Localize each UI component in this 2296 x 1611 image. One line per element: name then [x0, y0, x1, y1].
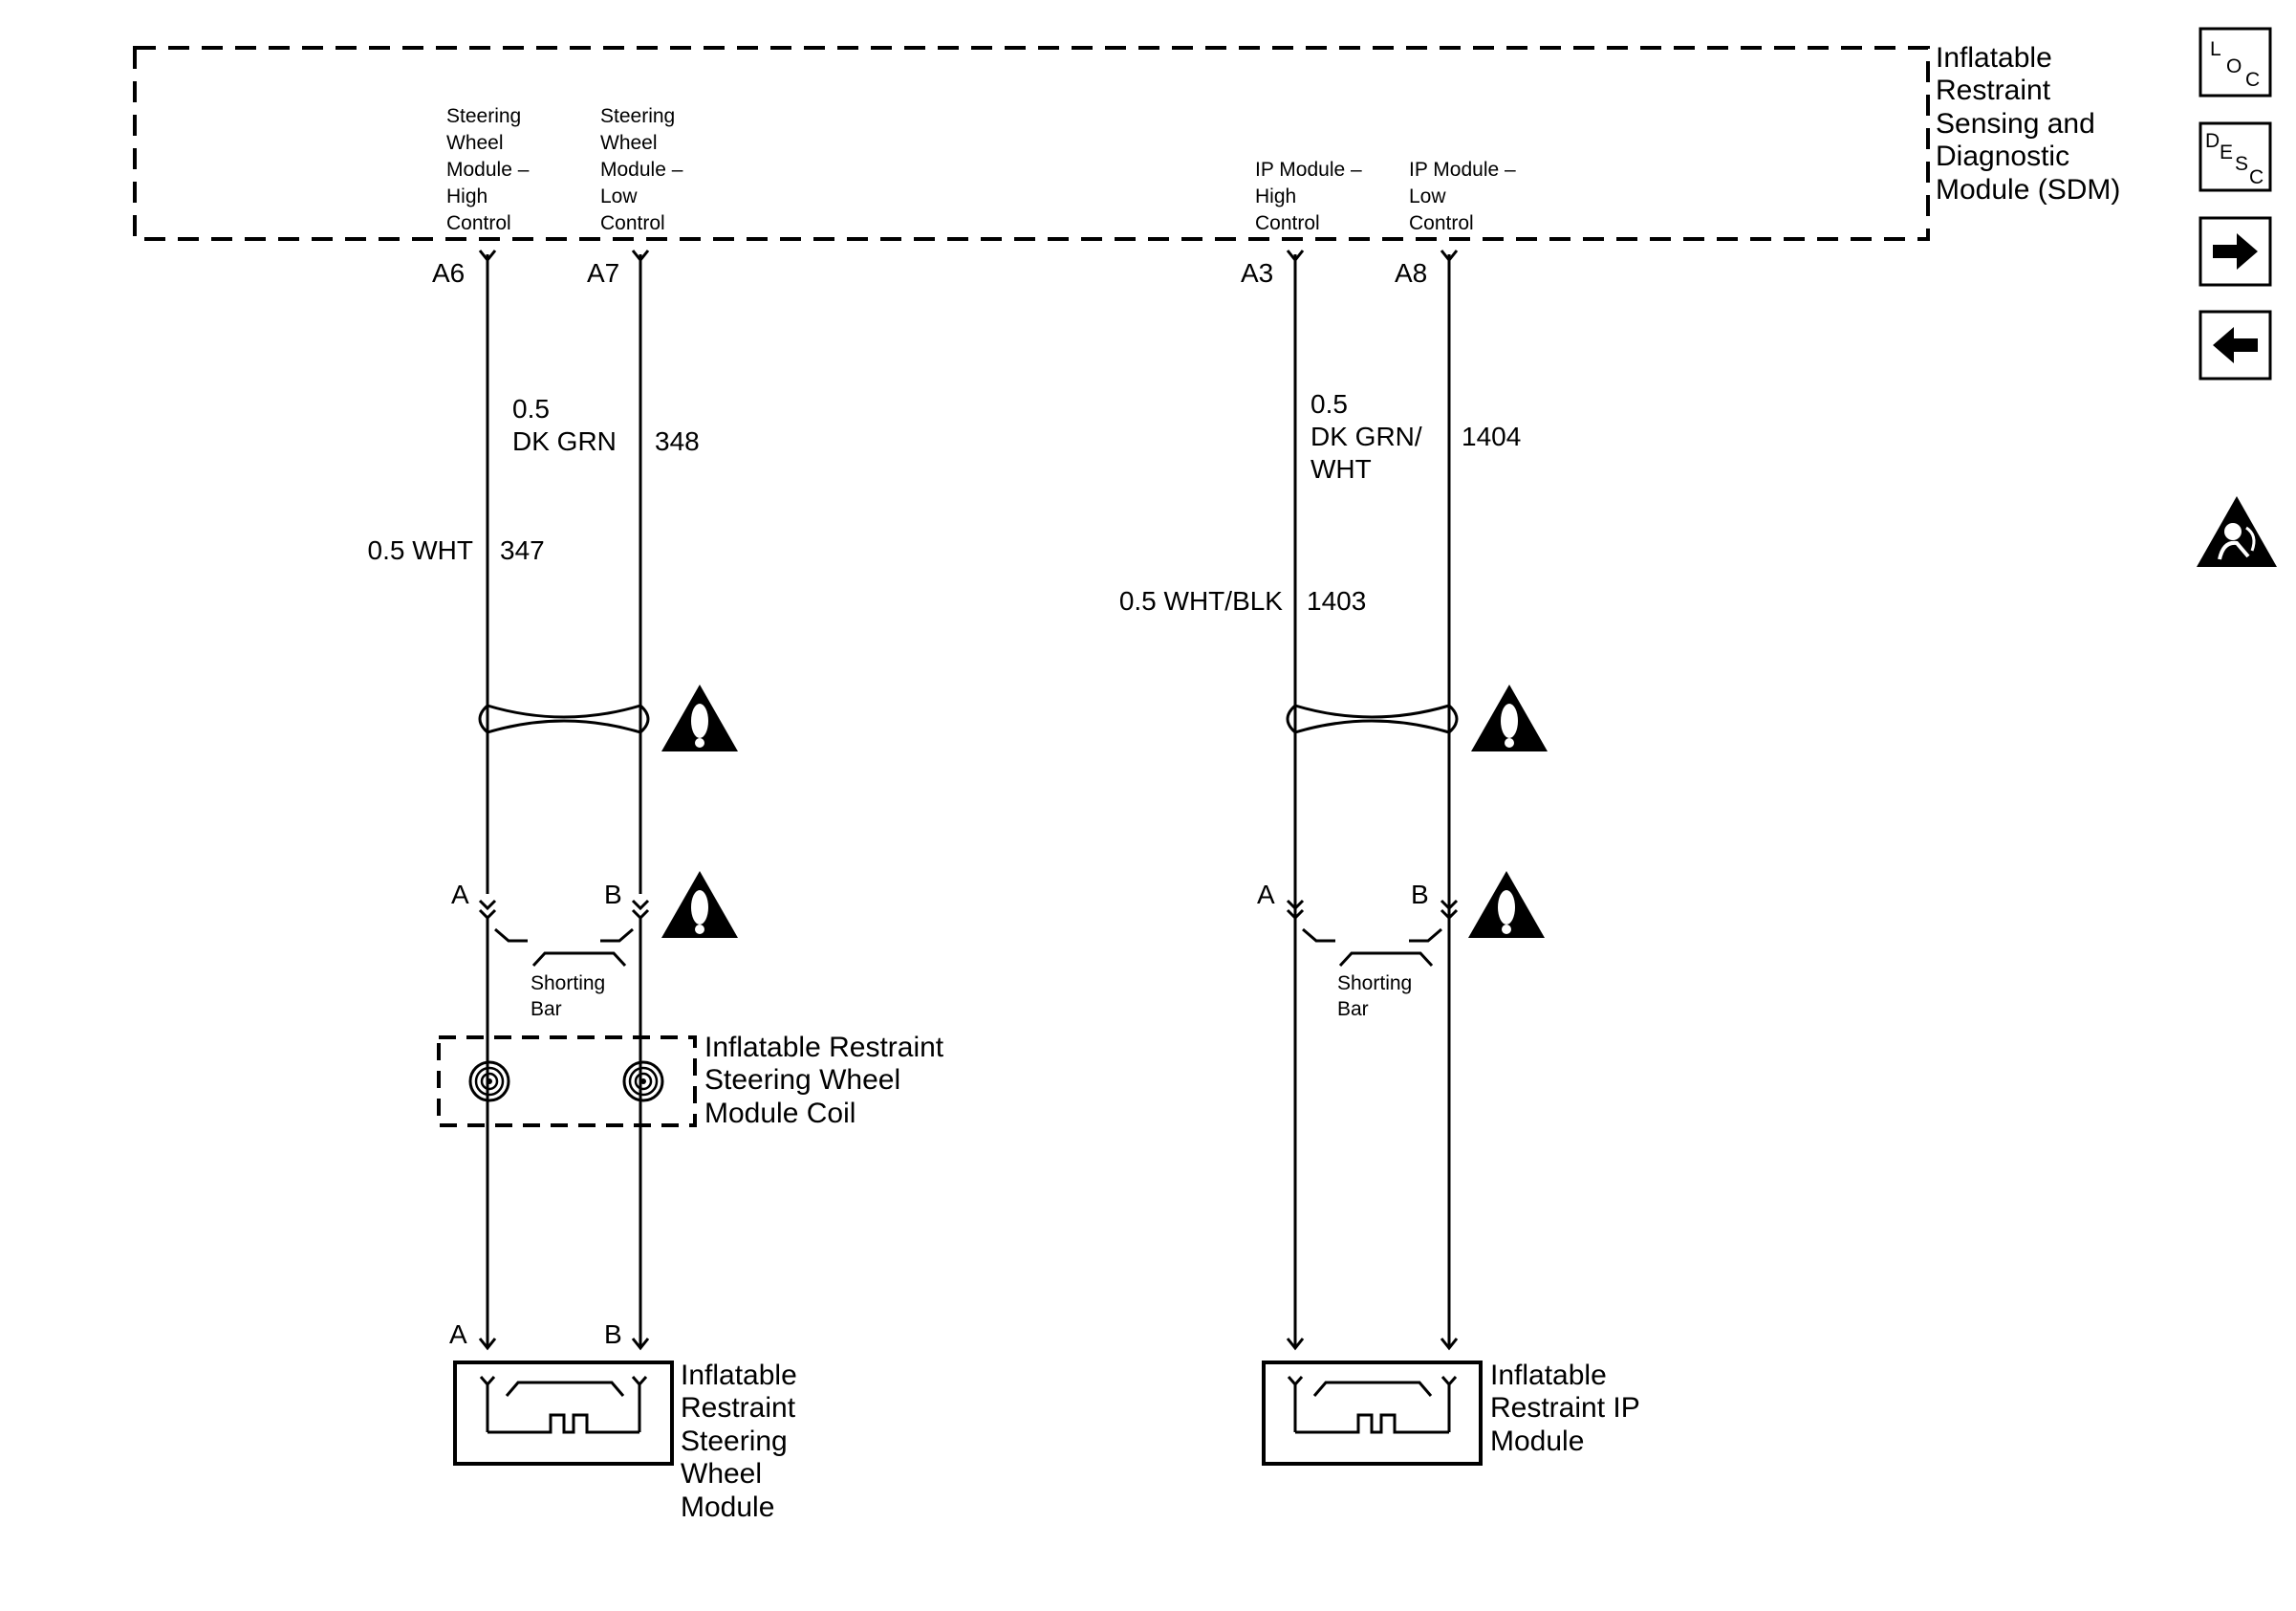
- pin-label-a7: A7: [587, 258, 619, 288]
- caution-triangle-icon: [1471, 685, 1548, 751]
- pin-label-a6: A6: [432, 258, 465, 288]
- wire-arrows-left: [478, 1338, 650, 1351]
- sdm-pin-a6-description: Steering Wheel Module – High Control: [446, 105, 534, 234]
- wire-347-circuit: 347: [500, 535, 545, 565]
- back-button[interactable]: [2199, 310, 2272, 381]
- forward-button[interactable]: [2199, 216, 2272, 287]
- coil-label: Inflatable Restraint Steering Wheel Modu…: [704, 1032, 951, 1129]
- sdm-pin-a7-description: Steering Wheel Module – Low Control: [600, 105, 688, 234]
- shorting-bar-label: Shorting Bar: [1337, 972, 1418, 1020]
- sdm-box: [133, 46, 1930, 241]
- sw-module-label: Inflatable Restraint Steering Wheel Modu…: [681, 1360, 805, 1523]
- wire-348-color: DK GRN: [512, 426, 617, 456]
- svg-text:S: S: [2235, 153, 2248, 175]
- airbag-squib-symbol: [479, 1376, 648, 1434]
- desc-button[interactable]: D E S C: [2199, 121, 2272, 192]
- sdm-pin-a3-description: IP Module – High Control: [1255, 159, 1368, 234]
- connector-symbol: [1286, 899, 1459, 968]
- airbag-squib-symbol: [1287, 1376, 1458, 1434]
- connector-pin-b: B: [1411, 880, 1429, 909]
- svg-text:E: E: [2220, 142, 2233, 163]
- module-pin-a: A: [449, 1319, 467, 1349]
- loc-button[interactable]: L O C: [2199, 27, 2272, 98]
- caution-triangle-icon: [1468, 871, 1545, 938]
- wire-348-circuit: 348: [655, 426, 700, 456]
- wire-1404-color: DK GRN/ WHT: [1310, 422, 1429, 484]
- connector-pin-a: A: [451, 880, 469, 909]
- wire-348-size: 0.5: [512, 394, 550, 424]
- sdm-label: Inflatable Restraint Sensing and Diagnos…: [1936, 42, 2120, 206]
- clockspring-coil-icon: [468, 1060, 510, 1102]
- pin-label-a3: A3: [1241, 258, 1273, 288]
- wire-1404-circuit: 1404: [1462, 422, 1521, 451]
- wire-1403-circuit: 1403: [1307, 586, 1366, 616]
- twisted-pair-symbol: [1286, 704, 1459, 734]
- pin-label-a8: A8: [1395, 258, 1427, 288]
- ip-module-label: Inflatable Restraint IP Module: [1490, 1360, 1648, 1457]
- sw-module-box: [453, 1361, 674, 1466]
- ip-module-box: [1262, 1361, 1483, 1466]
- connector-pin-a: A: [1257, 880, 1275, 909]
- svg-text:O: O: [2226, 55, 2242, 77]
- twisted-pair-symbol: [478, 704, 650, 734]
- coil-box: [437, 1035, 697, 1127]
- connector-symbol: [478, 899, 650, 968]
- clockspring-coil-icon: [622, 1060, 664, 1102]
- svg-text:C: C: [2249, 166, 2264, 188]
- sdm-connector-ticks-left: [478, 250, 1459, 263]
- wire-1404-size: 0.5: [1310, 389, 1348, 419]
- airbag-warning-icon[interactable]: [2197, 496, 2277, 567]
- wire-arrows-right: [1286, 1338, 1459, 1351]
- svg-text:D: D: [2205, 130, 2220, 152]
- wire-1403-label: 0.5 WHT/BLK: [1119, 586, 1283, 616]
- connector-pin-b: B: [604, 880, 622, 909]
- svg-text:L: L: [2210, 38, 2221, 60]
- arrow-left-icon: [2213, 327, 2258, 363]
- sdm-pin-a8-description: IP Module – Low Control: [1409, 159, 1522, 234]
- module-pin-b: B: [604, 1319, 622, 1349]
- caution-triangle-icon: [661, 871, 738, 938]
- arrow-right-icon: [2213, 233, 2258, 270]
- shorting-bar-label: Shorting Bar: [531, 972, 611, 1020]
- wire-347-label: 0.5 WHT: [368, 535, 473, 565]
- caution-triangle-icon: [661, 685, 738, 751]
- svg-text:C: C: [2245, 69, 2260, 91]
